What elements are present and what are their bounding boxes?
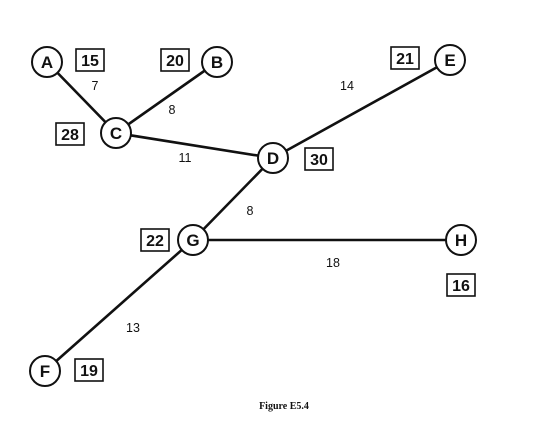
node-F: F xyxy=(29,355,61,387)
edge-weight-C-D: 11 xyxy=(179,151,192,165)
value-box-label-G: 22 xyxy=(146,233,164,250)
node-circle-D xyxy=(257,142,289,174)
value-box-label-A: 15 xyxy=(81,53,99,70)
value-box-label-F: 19 xyxy=(80,363,98,380)
node-circle-F xyxy=(29,355,61,387)
value-box-label-D: 30 xyxy=(310,152,328,169)
value-box-G: 22 xyxy=(140,228,170,252)
edge-weight-A-C: 7 xyxy=(92,79,99,93)
value-box-frame-E xyxy=(390,46,420,70)
edges-layer: 7 8 11 14 8 18 13 xyxy=(43,58,463,373)
value-box-B: 20 xyxy=(160,48,190,72)
node-E: E xyxy=(434,44,466,76)
node-G: G xyxy=(177,224,209,256)
node-label-C: C xyxy=(110,124,122,143)
node-H: H xyxy=(445,224,477,256)
node-label-B: B xyxy=(211,53,223,72)
value-box-frame-C xyxy=(55,122,85,146)
node-circle-B xyxy=(201,46,233,78)
value-box-H: 16 xyxy=(446,273,476,297)
value-box-label-C: 28 xyxy=(61,127,79,144)
node-label-H: H xyxy=(455,231,467,250)
node-label-G: G xyxy=(186,231,199,250)
value-box-D: 30 xyxy=(304,147,334,171)
edge-weight-D-E: 14 xyxy=(340,79,354,93)
node-label-F: F xyxy=(40,362,50,381)
value-box-frame-D xyxy=(304,147,334,171)
figure-caption: Figure E5.4 xyxy=(259,401,309,412)
value-box-label-H: 16 xyxy=(452,278,470,295)
value-box-C: 28 xyxy=(55,122,85,146)
edge-A-C xyxy=(45,60,118,135)
edge-weight-C-B: 8 xyxy=(169,103,176,117)
nodes-layer: A B C D E G H F xyxy=(29,44,477,387)
value-box-F: 19 xyxy=(74,358,104,382)
value-box-frame-F xyxy=(74,358,104,382)
value-box-label-B: 20 xyxy=(166,53,184,70)
edge-D-G xyxy=(191,156,275,242)
edge-G-F xyxy=(43,238,195,373)
edge-C-D xyxy=(114,131,275,160)
node-circle-G xyxy=(177,224,209,256)
value-box-frame-G xyxy=(140,228,170,252)
value-box-frame-H xyxy=(446,273,476,297)
node-B: B xyxy=(201,46,233,78)
node-D: D xyxy=(257,142,289,174)
value-box-frame-A xyxy=(75,48,105,72)
node-circle-H xyxy=(445,224,477,256)
node-label-D: D xyxy=(267,149,279,168)
value-boxes-layer: 15 20 28 30 21 22 16 19 xyxy=(55,46,476,382)
node-C: C xyxy=(100,117,132,149)
value-box-label-E: 21 xyxy=(396,51,414,68)
value-box-E: 21 xyxy=(390,46,420,70)
edge-C-B xyxy=(114,60,219,135)
node-label-E: E xyxy=(444,51,455,70)
edge-weight-G-F: 13 xyxy=(126,321,140,335)
node-circle-C xyxy=(100,117,132,149)
node-label-A: A xyxy=(41,53,53,72)
node-circle-E xyxy=(434,44,466,76)
edge-D-E xyxy=(271,58,452,160)
value-box-A: 15 xyxy=(75,48,105,72)
edge-weight-G-H: 18 xyxy=(326,256,340,270)
node-A: A xyxy=(31,46,63,78)
value-box-frame-B xyxy=(160,48,190,72)
node-circle-A xyxy=(31,46,63,78)
edge-weight-D-G: 8 xyxy=(247,204,254,218)
